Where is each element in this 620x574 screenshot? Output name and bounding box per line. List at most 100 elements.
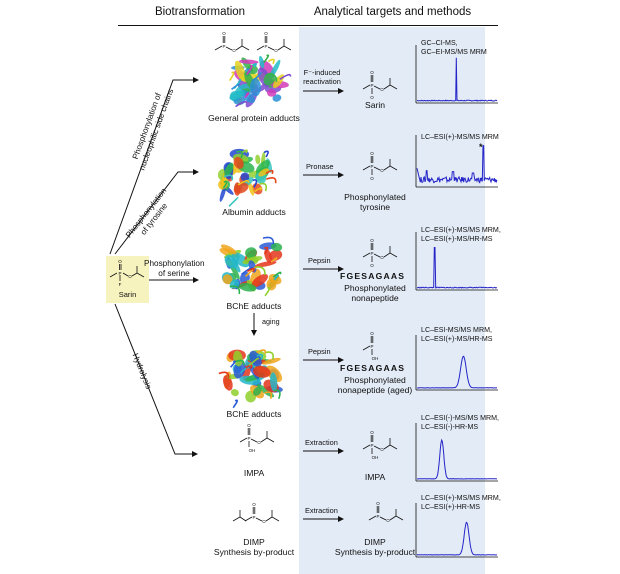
protein-bche-aged-icon bbox=[218, 349, 283, 409]
sarin-atom-o: O bbox=[118, 259, 122, 264]
chromatogram-5-trace bbox=[416, 521, 498, 556]
atom-o: O bbox=[370, 70, 374, 75]
chromatogram-0-trace bbox=[416, 57, 498, 102]
step-reactivation: F⁻-induced reactivation bbox=[302, 68, 342, 86]
target-label-tyrosine: Phosphonylated tyrosine bbox=[330, 192, 420, 212]
chromatogram-2 bbox=[415, 232, 498, 291]
method-4-line1: LC–ESI(-)-MS/MS MRM, bbox=[421, 414, 500, 422]
aging-label: aging bbox=[262, 317, 280, 326]
method-row-5: LC–ESI(+)-MS/MS MRM, LC–ESI(+)-HR-MS bbox=[421, 494, 501, 511]
target-aged-line1: Phosphonylated bbox=[344, 375, 406, 385]
atom-o-ester: O bbox=[262, 519, 266, 524]
atom-o-ester: O bbox=[380, 447, 384, 452]
target-dimp-line2: Synthesis by-product bbox=[334, 547, 416, 557]
sarin-label: Sarin bbox=[118, 290, 137, 299]
method-0-line2: GC–EI-MS/MS MRM bbox=[421, 47, 487, 56]
atom-p: P bbox=[264, 44, 267, 49]
sarin-atom-p: P bbox=[118, 271, 121, 276]
method-5-line1: LC–ESI(+)-MS/MS MRM, bbox=[421, 494, 501, 502]
target-structure-0-icon: O P O O bbox=[362, 70, 398, 100]
protein-bche-icon bbox=[219, 236, 283, 297]
target-label-sarin: Sarin bbox=[364, 100, 386, 110]
target-label-nonapeptide: Phosphonylated nonapeptide bbox=[330, 283, 420, 303]
star-marker: * bbox=[479, 142, 483, 152]
atom-o: O bbox=[370, 331, 374, 336]
atom-o-ester: O bbox=[257, 440, 261, 445]
method-4-line2: LC–ESI(-)-HR-MS bbox=[421, 422, 479, 431]
method-3-line1: LC–ESI-MS/MS MRM, bbox=[421, 326, 492, 334]
dimp-left-line1: DIMP bbox=[243, 537, 265, 547]
method-2-line1: LC–ESI(+)-MS/MS MRM, bbox=[421, 226, 501, 234]
protein-general-icon bbox=[229, 54, 292, 108]
target-nonapeptide-line1: Phosphonylated bbox=[344, 283, 406, 293]
atom-down: OH bbox=[372, 455, 379, 460]
atom-down: OH bbox=[372, 356, 379, 361]
chromatogram-1-trace bbox=[416, 145, 498, 184]
method-row-3: LC–ESI-MS/MS MRM, LC–ESI(+)-MS/HR-MS bbox=[421, 326, 493, 343]
target-structure-5-icon: OPO bbox=[368, 501, 404, 523]
chromatogram-5 bbox=[415, 503, 498, 558]
atom-o: O bbox=[247, 423, 251, 428]
target-label-dimp: DIMP Synthesis by-product bbox=[325, 537, 425, 557]
method-1-line1: LC–ESI(+)-MS/MS MRM bbox=[421, 133, 499, 141]
atom-o-ester: O bbox=[380, 168, 384, 173]
step-reactivation-line2: reactivation bbox=[303, 76, 341, 86]
atom-down: OH bbox=[249, 448, 256, 453]
chromatogram-4 bbox=[415, 423, 498, 482]
chromatogram-0 bbox=[415, 45, 498, 104]
method-2-line2: LC–ESI(+)-MS/HR-MS bbox=[421, 234, 493, 243]
step-pepsin-2: Pepsin bbox=[308, 347, 331, 356]
sarin-box bbox=[106, 256, 149, 303]
method-row-2: LC–ESI(+)-MS/MS MRM, LC–ESI(+)-MS/HR-MS bbox=[421, 226, 501, 243]
atom-p: P bbox=[370, 344, 373, 349]
adduct-label-impa: IMPA bbox=[243, 468, 265, 478]
arrow-to-albumin bbox=[114, 169, 199, 255]
atom-p: P bbox=[370, 251, 373, 256]
chromatogram-3 bbox=[415, 335, 498, 391]
chromatogram-1 bbox=[415, 135, 498, 188]
arrow-to-general-protein bbox=[109, 77, 199, 255]
adduct-label-dimp: DIMP Synthesis by-product bbox=[195, 537, 313, 557]
atom-p: P bbox=[252, 515, 255, 520]
atom-down: O bbox=[370, 95, 374, 100]
atom-o: O bbox=[370, 151, 374, 156]
atom-o-ester: O bbox=[380, 87, 384, 92]
chromatogram-4-trace bbox=[416, 438, 497, 480]
sarin-atom-o2: O bbox=[128, 274, 132, 279]
target-label-nonapeptide-aged: Phosphonylated nonapeptide (aged) bbox=[325, 375, 425, 395]
step-reactivation-line1: F⁻-induced bbox=[303, 68, 341, 77]
adduct-label-general: General protein adducts bbox=[208, 113, 300, 123]
chromatogram-2-trace bbox=[416, 247, 497, 289]
atom-p: P bbox=[370, 164, 373, 169]
target-label-impa: IMPA bbox=[364, 472, 386, 482]
peptide-2: FGESAGAAS bbox=[340, 363, 406, 373]
atom-p: P bbox=[247, 436, 250, 441]
method-row-1: LC–ESI(+)-MS/MS MRM bbox=[421, 133, 499, 142]
target-nonapeptide-line2: nonapeptide bbox=[351, 293, 399, 303]
target-structure-3-icon: O P OH bbox=[362, 331, 379, 361]
atom-o: O bbox=[264, 31, 268, 36]
protein-albumin-icon bbox=[217, 148, 277, 207]
atom-o: O bbox=[370, 238, 374, 243]
step-extraction-1: Extraction bbox=[305, 438, 338, 447]
adduct-label-bche: BChE adducts bbox=[226, 301, 282, 311]
target-tyrosine-line2: tyrosine bbox=[359, 202, 391, 212]
target-dimp-line1: DIMP bbox=[364, 537, 386, 547]
atom-o: O bbox=[222, 31, 226, 36]
chromatogram-3-trace bbox=[417, 355, 497, 389]
atom-o: O bbox=[376, 501, 380, 506]
atom-p: P bbox=[370, 83, 373, 88]
target-aged-line2: nonapeptide (aged) bbox=[337, 385, 413, 395]
atom-o-ester: O bbox=[274, 48, 278, 53]
adduct-label-bche-aged: BChE adducts bbox=[226, 409, 282, 419]
analytical-panel bbox=[299, 27, 485, 574]
target-tyrosine-line1: Phosphonylated bbox=[344, 192, 406, 202]
